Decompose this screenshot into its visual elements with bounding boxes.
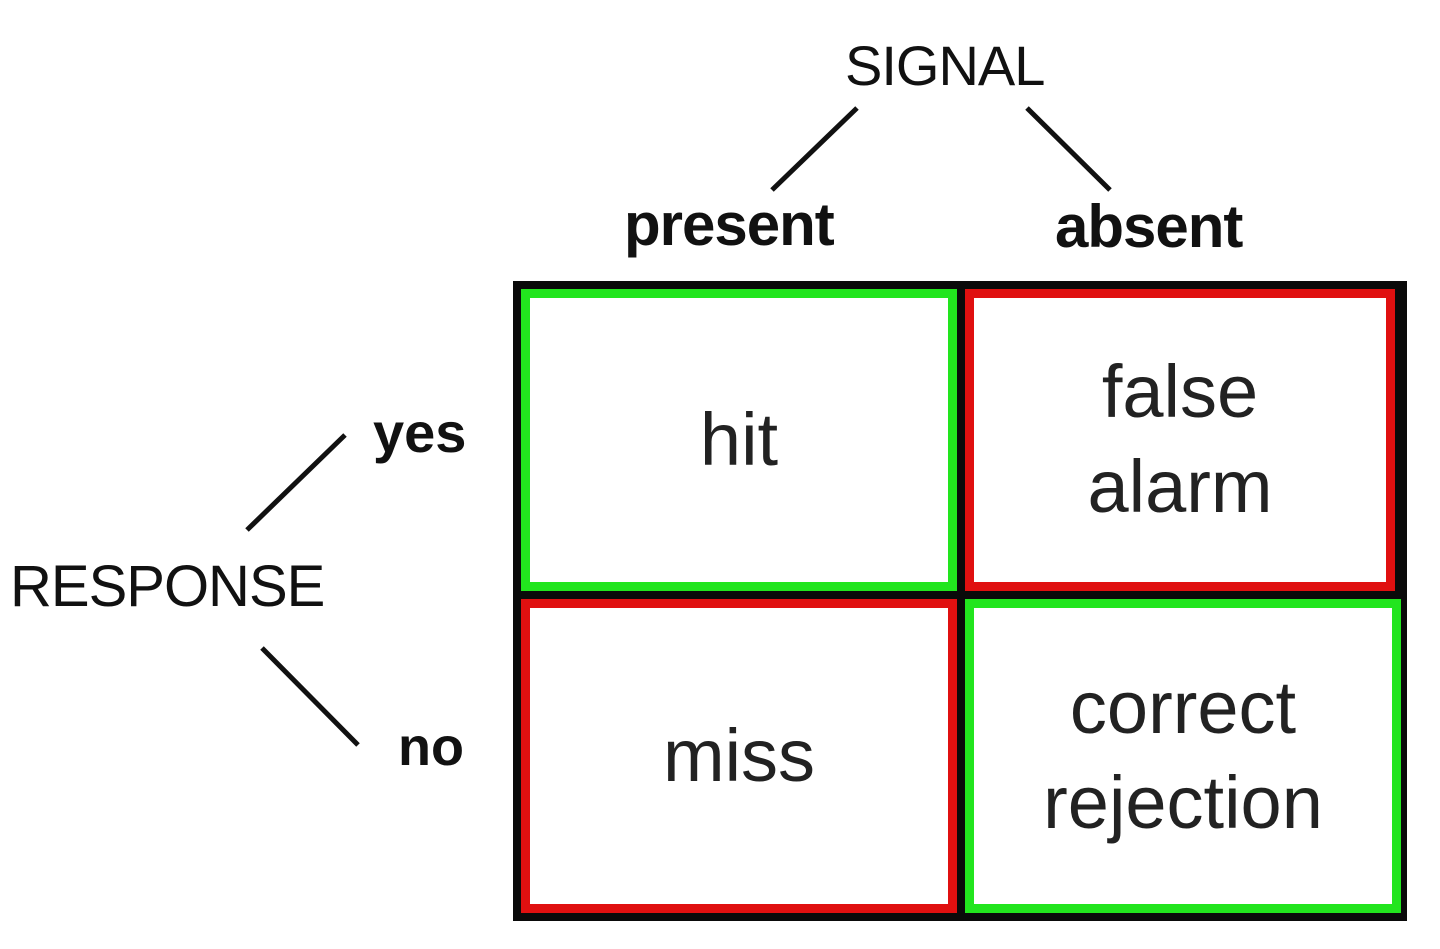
cell-miss: miss [521,599,957,913]
column-label-present: present [624,191,835,258]
row-label-yes: yes [373,401,467,464]
connector-signal-present [770,106,859,192]
cell-false-alarm-label: false alarm [1087,350,1273,528]
cell-correct-rejection: correct rejection [965,599,1401,913]
connector-signal-absent [1025,106,1112,192]
cell-correct-rejection-label: correct rejection [1043,666,1323,844]
cell-false-alarm: false alarm [965,289,1395,591]
outcome-matrix: hit false alarm miss correct rejection [513,281,1407,921]
cell-miss-label: miss [662,713,816,797]
cell-hit-label: hit [699,397,779,481]
response-title: RESPONSE [10,554,325,619]
signal-title: SIGNAL [845,34,1045,97]
connector-response-yes [245,433,347,532]
cell-hit: hit [521,289,957,591]
row-label-no: no [398,717,464,777]
connector-response-no [260,646,360,747]
column-label-absent: absent [1055,193,1243,260]
